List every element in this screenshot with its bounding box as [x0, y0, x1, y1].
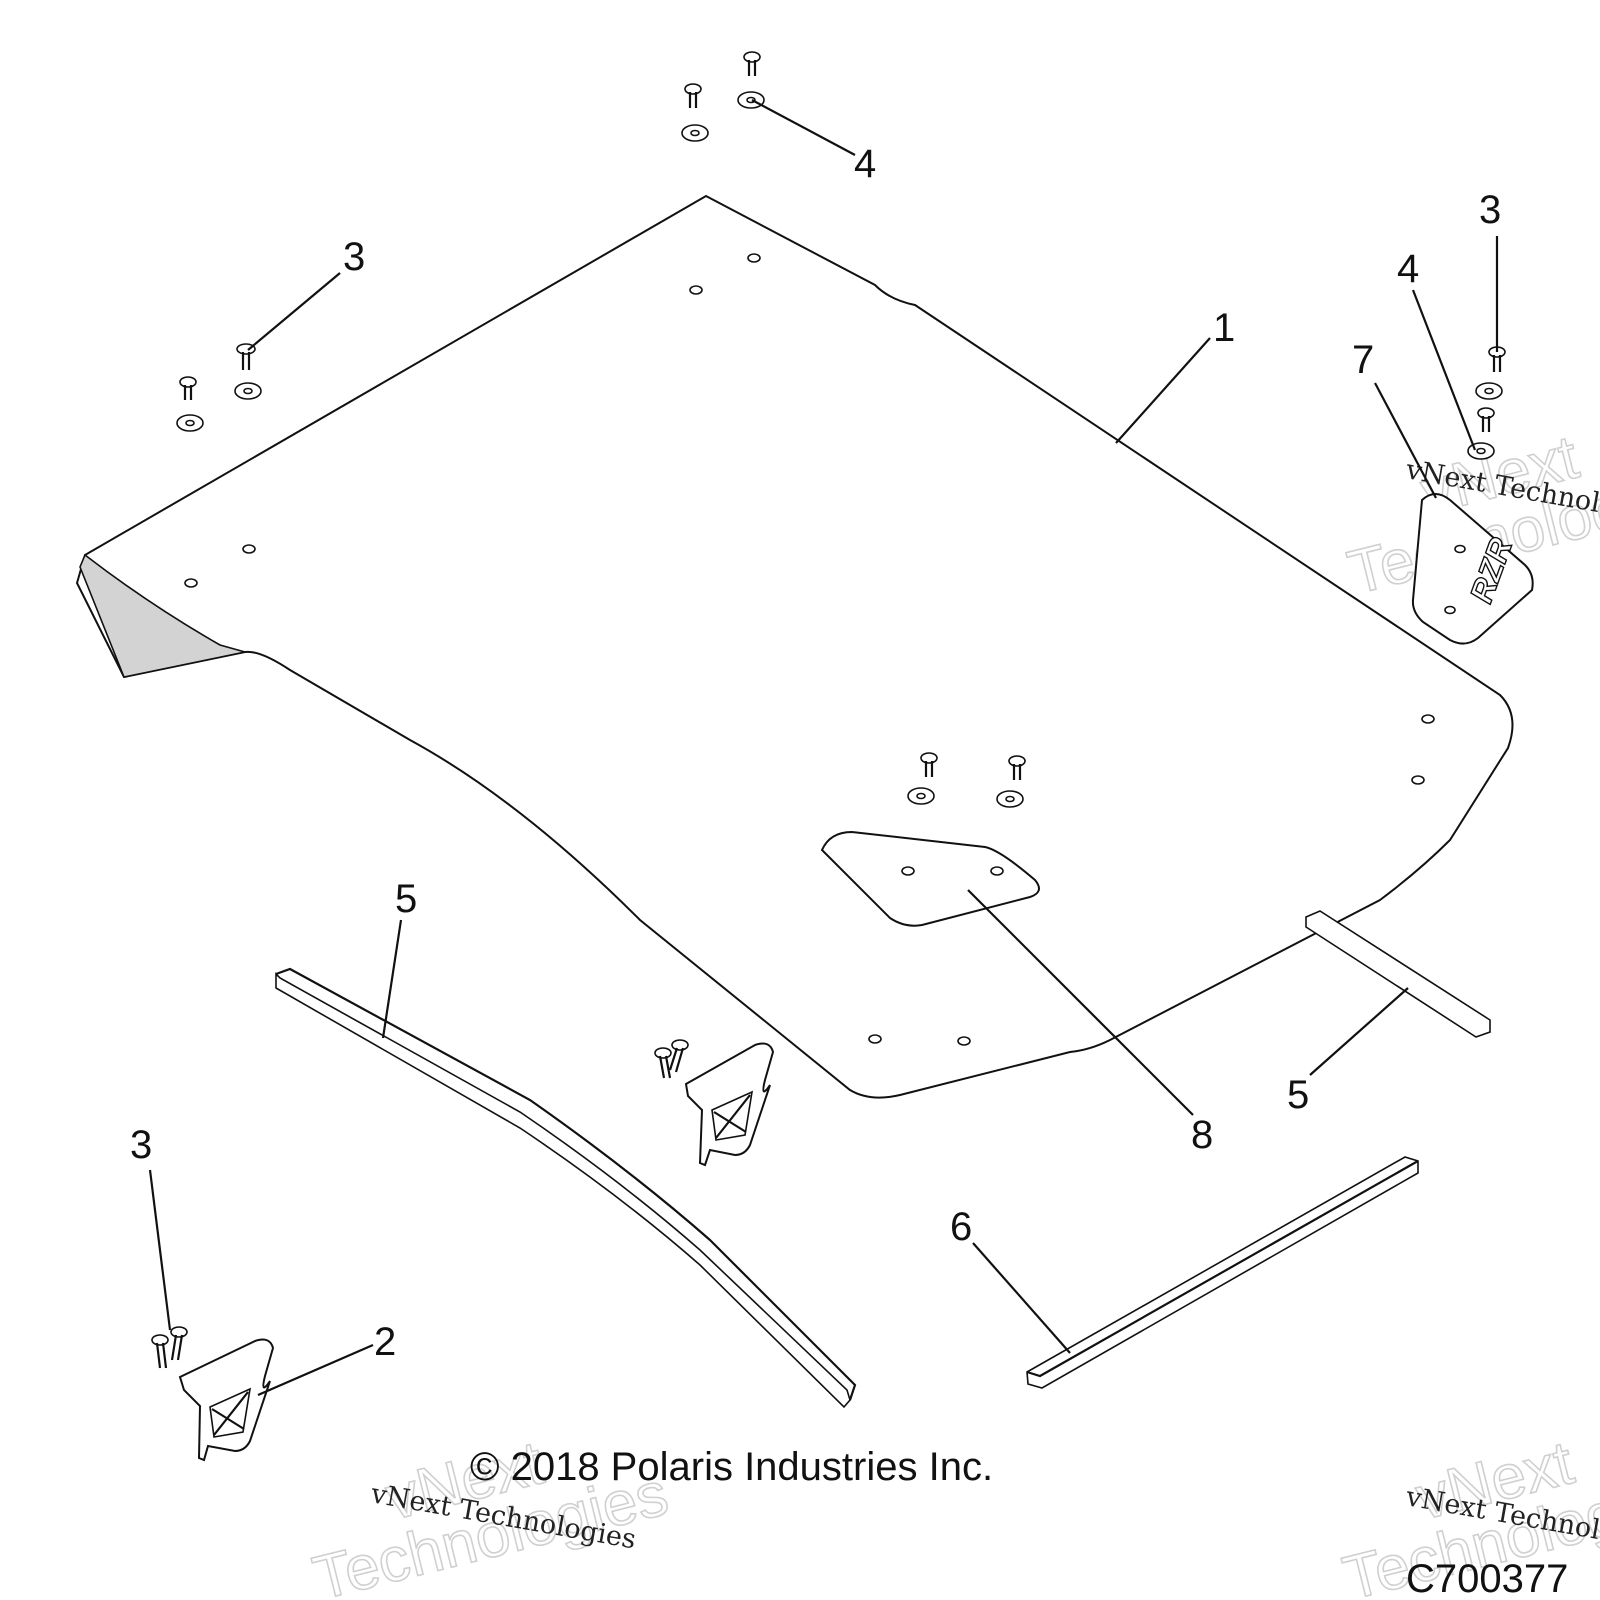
decal-part-7: RZR: [1411, 493, 1534, 645]
roof-panel: [75, 194, 1514, 1099]
leader-6: [972, 1242, 1071, 1354]
callout-3-bottom-left: 3: [130, 1123, 152, 1167]
leader-3-bottom-left: [148, 1169, 172, 1331]
washer-icon: [176, 414, 204, 432]
plate-hole: [990, 866, 1004, 876]
strip-part-5-right: [1305, 910, 1491, 1038]
washer-icon: [737, 91, 765, 109]
screw-icon: [1008, 755, 1026, 780]
callout-6: 6: [950, 1205, 972, 1249]
bracket-part-2-upper: [684, 1042, 775, 1167]
screw-icon: [654, 1047, 672, 1079]
callout-1: 1: [1213, 306, 1235, 350]
callout-3-left-top: 3: [343, 235, 365, 279]
roof-hole: [1411, 775, 1425, 785]
decal-hole: [1454, 544, 1466, 554]
leader-7: [1374, 382, 1437, 499]
plate-hole: [901, 866, 915, 876]
leader-1: [1115, 337, 1211, 444]
leader-lines: [148, 99, 1499, 1397]
callout-8: 8: [1191, 1113, 1213, 1157]
strip-part-5-left: [275, 967, 857, 1409]
screw-icon: [1477, 407, 1495, 432]
decal-hole: [1444, 605, 1456, 615]
screw-icon: [743, 51, 761, 76]
leader-4-right: [1411, 289, 1477, 451]
screw-icon: [684, 83, 702, 108]
callout-3-right-top: 3: [1479, 188, 1501, 232]
leader-3-left-top: [247, 272, 341, 351]
leader-4-top: [751, 99, 856, 156]
screw-icon: [179, 376, 197, 400]
leader-8: [967, 889, 1194, 1116]
washer-icon: [996, 790, 1024, 808]
roof-hole: [184, 578, 198, 588]
roof-hole: [689, 285, 703, 295]
figure-code: C700377: [1406, 1557, 1568, 1600]
screw-icon: [668, 1039, 689, 1073]
roof-front-lip: [79, 553, 246, 678]
leader-5-right: [1309, 987, 1409, 1076]
screw-group: [151, 51, 1506, 1369]
bracket-part-2-lower: [178, 1338, 275, 1462]
callout-7: 7: [1352, 338, 1374, 382]
roof-hole: [242, 544, 256, 554]
washer-icon: [234, 382, 262, 400]
screw-icon: [236, 343, 256, 370]
leader-5-left: [381, 919, 403, 1039]
roof-hole: [957, 1036, 971, 1046]
strip-part-6: [1026, 1156, 1419, 1389]
screw-icon: [920, 752, 938, 777]
washer-icon: [907, 787, 935, 805]
callout-2: 2: [374, 1320, 396, 1364]
screw-icon: [170, 1326, 188, 1361]
washer-icon: [1475, 382, 1503, 400]
leader-2: [257, 1343, 374, 1397]
screw-icon: [151, 1334, 169, 1369]
roof-hole: [1421, 714, 1435, 724]
plate-part-8: [820, 830, 1040, 927]
callout-5-left: 5: [395, 877, 417, 921]
roof-hole: [747, 253, 761, 263]
callout-5-right: 5: [1287, 1073, 1309, 1117]
roof-hole: [868, 1034, 882, 1044]
washer-icon: [1467, 442, 1495, 460]
copyright-text: © 2018 Polaris Industries Inc.: [470, 1445, 993, 1489]
callout-4-right: 4: [1397, 247, 1419, 291]
washer-icon: [681, 124, 709, 142]
callout-4-top: 4: [854, 142, 876, 186]
callout-numbers: 4 3 1 3 4 7 5 5 8 3 2 6: [130, 142, 1501, 1364]
